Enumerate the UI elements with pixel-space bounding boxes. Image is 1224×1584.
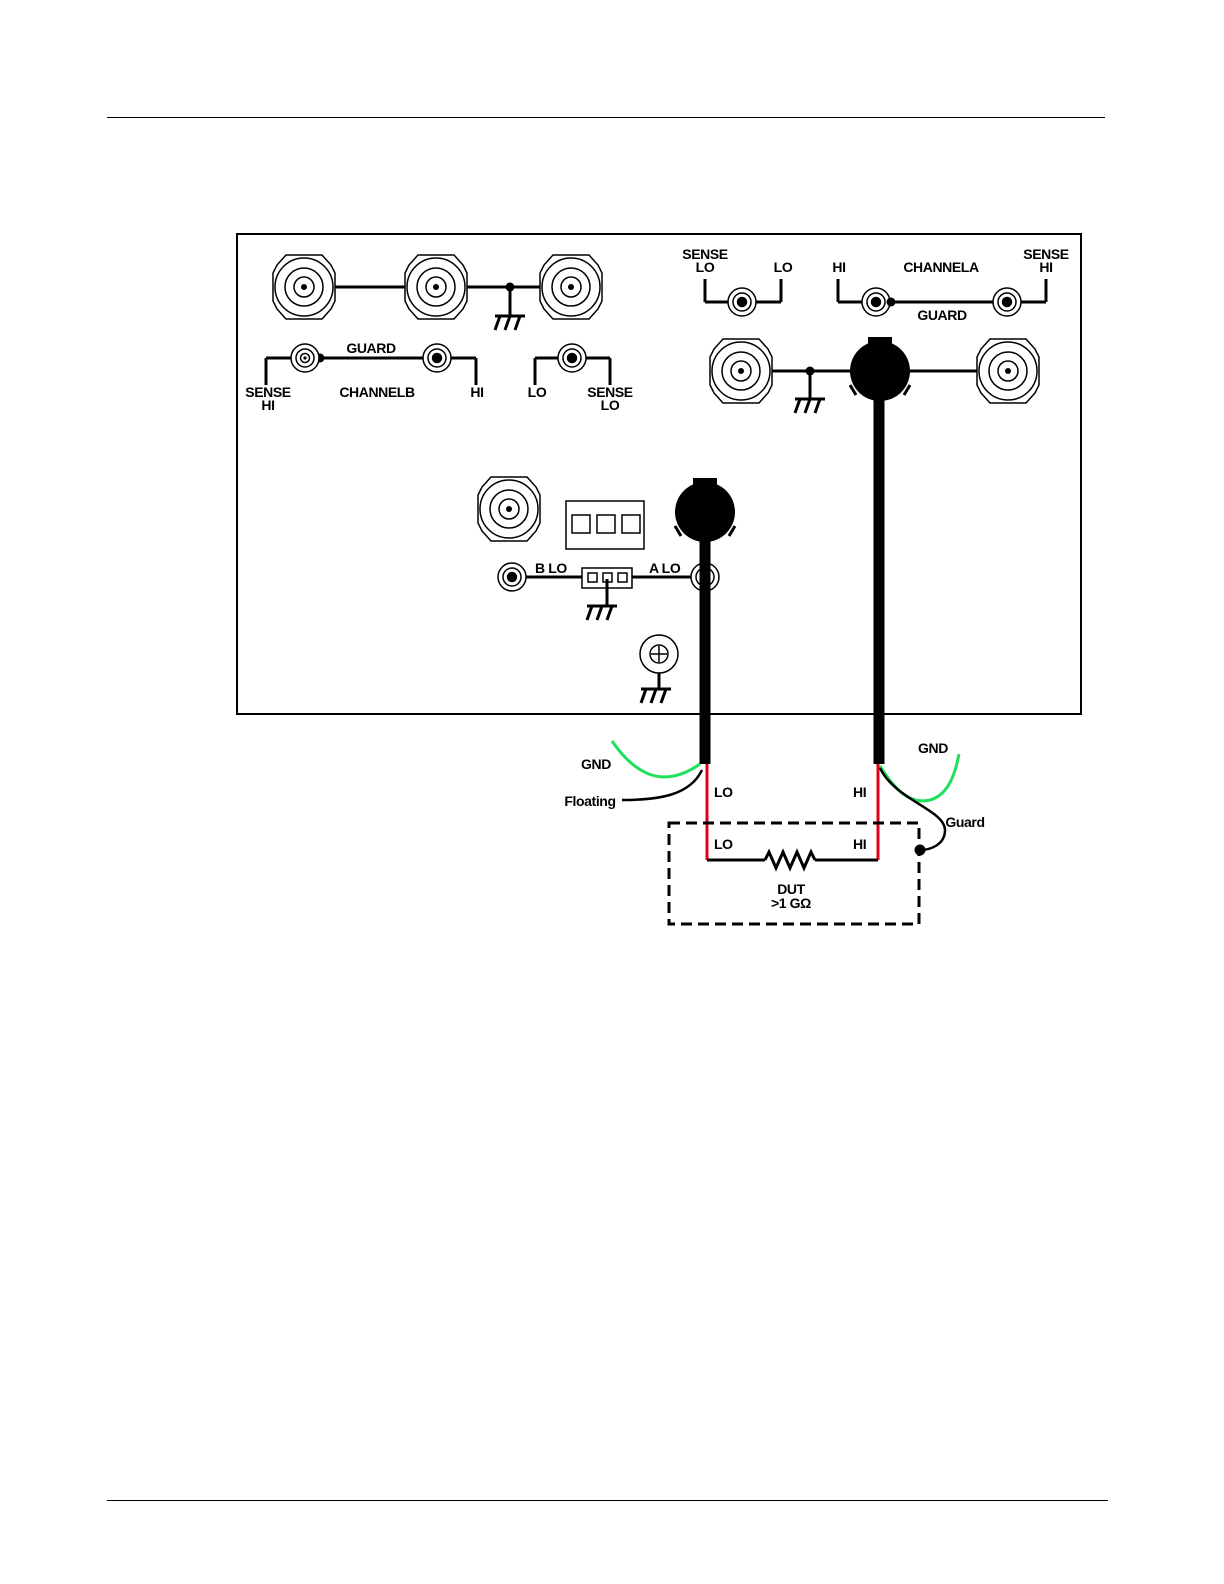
hi-cable-label: HI [853,784,866,800]
channel-a-hi-triax-plug[interactable] [850,337,910,401]
dut-value-label: >1 GΩ [771,895,811,911]
channel-a-hi-label: HI [832,259,845,275]
channel-b-connector-group: GUARD SENSE HI CHANNELB HI LO SENSE LO [245,255,633,413]
dut-hi-label: HI [853,836,866,852]
channel-a-sense-lo-label-bottom: LO [696,259,715,275]
gnd-wire-right [880,754,959,801]
channel-b-hi-label: HI [470,384,483,400]
channel-a-sense-hi-label-bottom: HI [1039,259,1052,275]
channel-a-name-label: CHANNELA [903,259,979,275]
channel-b-sense-triax-connector[interactable] [273,255,335,319]
channel-a-sense-hi-triax-connector[interactable] [977,339,1039,403]
b-lo-label: B LO [535,560,567,576]
gnd-left-label: GND [581,756,611,772]
channel-b-hi-triax-connector[interactable] [405,255,467,319]
channel-a-guard-label: GUARD [917,307,967,323]
lo-connector-group: B LO A LO [478,477,735,703]
floating-label: Floating [564,793,615,809]
chassis-ground-icon [495,316,525,330]
gnd-right-label: GND [918,740,948,756]
cable-breakout: GND Floating LO HI GND Guard [564,740,984,860]
guard-wire [880,768,945,850]
channel-a-sense-lo-triax-connector[interactable] [710,339,772,403]
channel-b-sense-hi-label-bottom: HI [261,397,274,413]
channel-b-guard-label: GUARD [346,340,396,356]
channel-a-lo-label: LO [774,259,793,275]
channel-b-sense-lo-triax-connector[interactable] [540,255,602,319]
dut-lo-label: LO [714,836,733,852]
floating-wire [622,770,702,800]
channel-a-connector-group: SENSE LO LO HI CHANNELA SENSE HI GUARD [682,246,1069,413]
chassis-ground-icon [641,689,671,703]
resistor-icon [765,852,815,868]
channel-b-lo-label: LO [528,384,547,400]
guard-wire-label: Guard [945,814,984,830]
auxiliary-triax-connector[interactable] [478,477,540,541]
channel-a-lo-triax-plug[interactable] [675,478,735,542]
a-lo-label: A LO [649,560,681,576]
lo-cable-label: LO [714,784,733,800]
chassis-ground-icon [587,606,617,620]
gnd-wire-left [612,741,700,777]
guard-terminal [915,845,926,856]
chassis-ground-icon [795,399,825,413]
channel-b-name-label: CHANNELB [339,384,415,400]
channel-b-sense-lo-label-bottom: LO [601,397,620,413]
channel-b-sense-hi-jack[interactable] [291,344,319,372]
